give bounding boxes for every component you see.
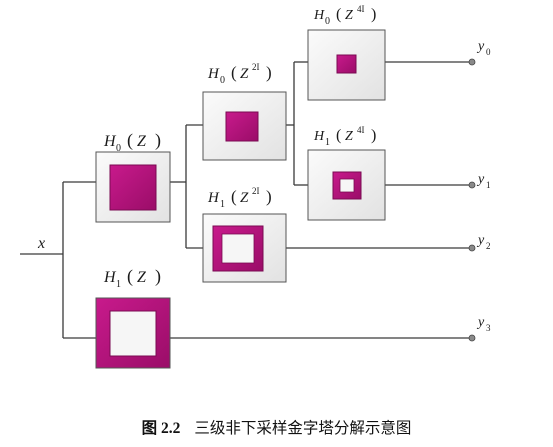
filter-label-h1-z: H 1 ( Z ) (103, 266, 161, 290)
svg-text:0: 0 (220, 75, 225, 86)
svg-text:4I: 4I (357, 4, 365, 14)
svg-text:H: H (313, 129, 325, 144)
svg-text:Z: Z (345, 129, 353, 144)
figure-caption: 图 2.2 三级非下采样金字塔分解示意图 (0, 416, 553, 438)
svg-text:H: H (103, 133, 117, 150)
filter-label-h0-z2: H 0 ( Z 2I ) (207, 62, 272, 86)
svg-text:): ) (371, 6, 376, 23)
svg-text:y: y (476, 315, 485, 330)
svg-text:(: ( (231, 187, 237, 206)
svg-text:2I: 2I (252, 186, 260, 196)
svg-text:H: H (103, 269, 117, 286)
svg-text:Z: Z (137, 133, 147, 150)
svg-text:(: ( (231, 63, 237, 82)
svg-text:3: 3 (486, 323, 491, 333)
svg-text:0: 0 (486, 47, 491, 57)
output-label-y0: y 0 (476, 39, 491, 57)
svg-text:0: 0 (325, 16, 330, 27)
connection-wires (20, 61, 470, 339)
svg-text:1: 1 (220, 199, 225, 210)
filter-label-h0-z: H 0 ( Z ) (103, 130, 161, 154)
svg-text:H: H (207, 190, 220, 206)
highpass-block (221, 233, 255, 264)
terminal-y3 (468, 334, 476, 342)
svg-text:Z: Z (240, 66, 249, 82)
output-label-y2: y 2 (476, 233, 491, 251)
filter-h1-z2 (202, 213, 287, 283)
output-label-y1: y 1 (476, 172, 491, 190)
filter-h0-z (95, 151, 171, 223)
svg-text:H: H (207, 66, 220, 82)
svg-text:0: 0 (116, 143, 121, 154)
svg-text:y: y (476, 172, 485, 187)
svg-text:1: 1 (486, 180, 491, 190)
terminal-y2 (468, 244, 476, 252)
highpass-block (339, 178, 355, 193)
svg-text:(: ( (127, 130, 133, 151)
svg-text:Z: Z (137, 269, 147, 286)
svg-text:Z: Z (240, 190, 249, 206)
filter-label-h0-z4: H 0 ( Z 4I ) (313, 4, 376, 27)
output-terminals (468, 58, 476, 342)
svg-text:1: 1 (325, 137, 330, 148)
terminal-y0 (468, 58, 476, 66)
filter-label-h1-z2: H 1 ( Z 2I ) (207, 186, 272, 210)
input-label: x (37, 235, 45, 252)
lowpass-block (225, 111, 259, 142)
svg-text:y: y (476, 233, 485, 248)
svg-text:): ) (155, 266, 161, 287)
filter-h0-z4 (307, 29, 386, 101)
svg-text:H: H (313, 8, 325, 23)
svg-text:y: y (476, 39, 485, 54)
filter-label-h1-z4: H 1 ( Z 4I ) (313, 125, 376, 148)
svg-text:2I: 2I (252, 62, 260, 72)
figure-title: 三级非下采样金字塔分解示意图 (194, 419, 412, 437)
highpass-block (109, 310, 157, 357)
svg-text:): ) (155, 130, 161, 151)
svg-text:): ) (266, 187, 272, 206)
filter-h0-z2 (202, 91, 287, 161)
filter-h1-z (95, 297, 171, 369)
svg-text:(: ( (127, 266, 133, 287)
figure-number: 图 2.2 (141, 420, 181, 437)
svg-text:): ) (371, 127, 376, 144)
lowpass-block (336, 54, 357, 74)
svg-text:2: 2 (486, 241, 491, 251)
svg-text:(: ( (336, 127, 341, 144)
svg-text:Z: Z (345, 8, 353, 23)
filter-h1-z4 (307, 149, 386, 221)
lowpass-block (109, 164, 157, 211)
svg-text:): ) (266, 63, 272, 82)
svg-text:4I: 4I (357, 125, 365, 135)
svg-text:(: ( (336, 6, 341, 23)
output-label-y3: y 3 (476, 315, 491, 333)
terminal-y1 (468, 181, 476, 189)
svg-text:1: 1 (116, 279, 121, 290)
